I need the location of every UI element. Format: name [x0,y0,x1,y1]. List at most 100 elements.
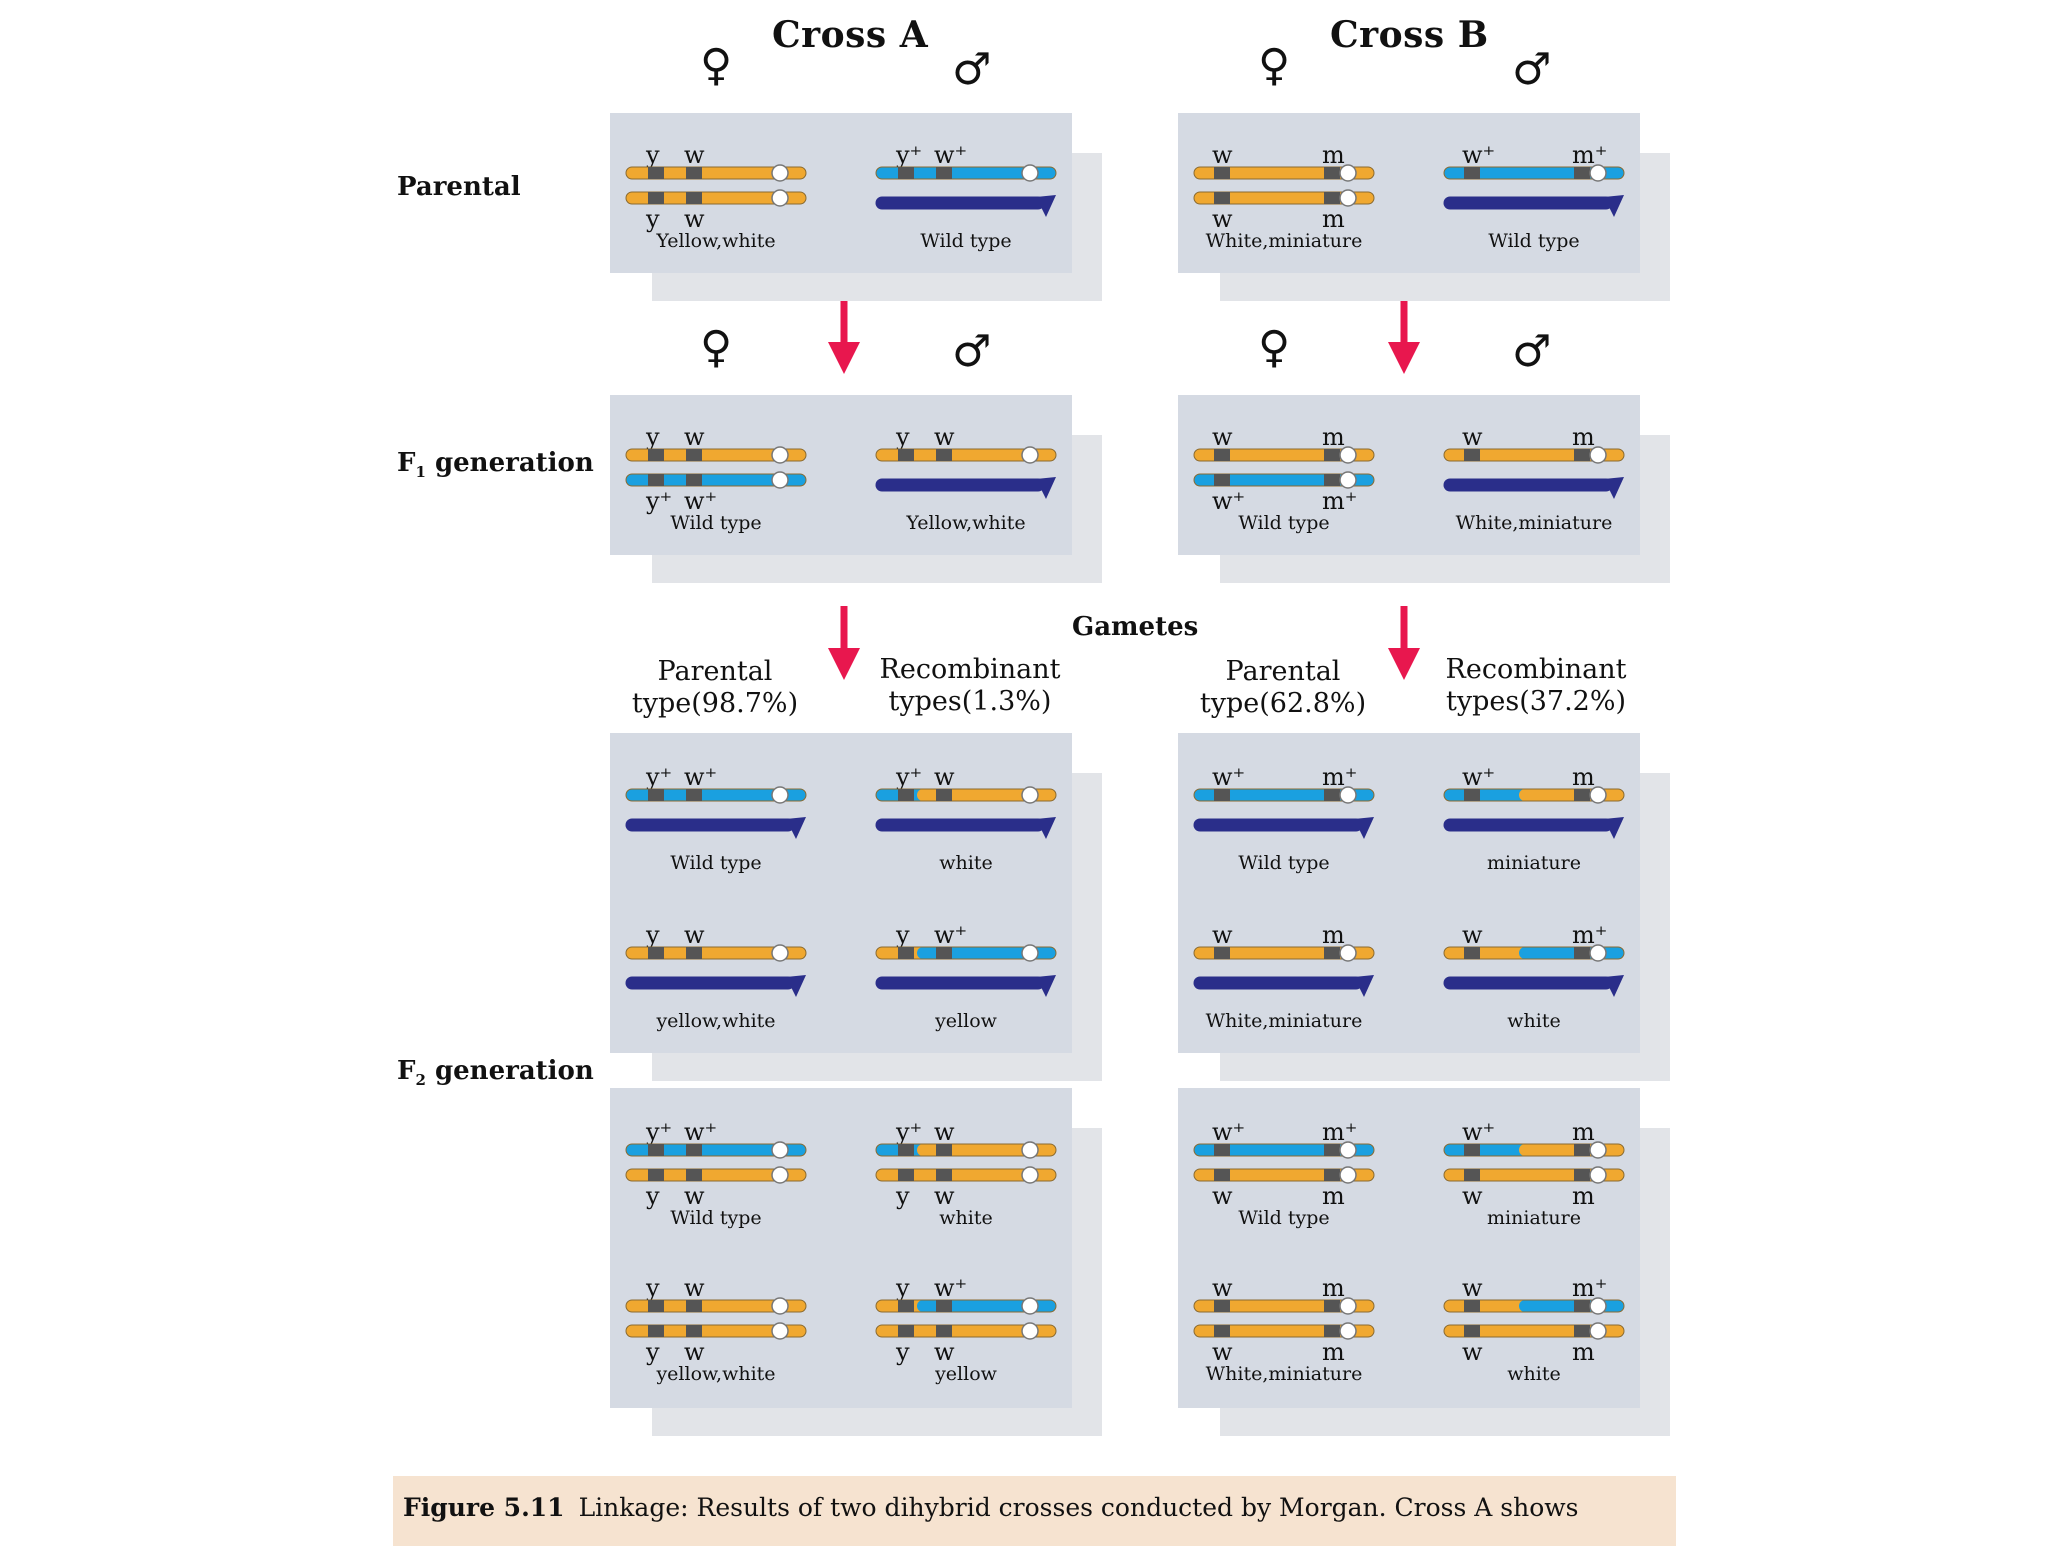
gene-label: y [895,423,910,451]
x-chromosome [625,189,807,207]
gene-label: w⁺ [1462,141,1495,169]
x-chromosome [625,1297,807,1315]
x-chromosome [875,944,1057,962]
centromere [1339,1141,1357,1159]
phenotype-label: white [939,1207,992,1229]
female-symbol-icon: ♀ [1258,322,1291,373]
down-arrow-icon [828,606,860,680]
x-chromosome [875,1322,1057,1340]
gene-label: y [645,1338,660,1366]
female-symbol-icon: ♀ [700,40,733,91]
gene-marker [936,449,952,461]
gene-marker [1574,1325,1590,1337]
gene-label: y [645,921,660,949]
gene-marker [936,167,952,179]
centromere [1339,944,1357,962]
phenotype-label: White,miniature [1206,230,1363,252]
gene-label: m [1322,1338,1345,1366]
gene-label: m [1322,1182,1345,1210]
x-chromosome [1193,944,1375,962]
gene-marker [936,947,952,959]
male-symbol-icon: ♂ [1512,44,1552,95]
x-chromosome [1193,1141,1375,1159]
gene-marker [1324,167,1340,179]
centromere [1589,1141,1607,1159]
centromere [771,1297,789,1315]
gene-marker [648,947,664,959]
gene-marker [1214,1169,1230,1181]
gene-label: m⁺ [1572,921,1607,949]
centromere [1339,1297,1357,1315]
gene-marker [898,1300,914,1312]
y-chromosome [625,975,806,997]
gene-label: m [1322,423,1345,451]
gene-marker [686,167,702,179]
phenotype-label: miniature [1487,852,1581,874]
down-arrow-icon [1388,300,1420,374]
gene-marker [648,192,664,204]
centromere [1021,1166,1039,1184]
centromere [1021,944,1039,962]
x-chromosome [625,786,807,804]
gene-label: w [1212,921,1233,949]
gene-label: y [895,1338,910,1366]
centromere [771,786,789,804]
gene-marker [1324,1169,1340,1181]
gene-label: w [1462,1338,1483,1366]
gene-label: y [895,1182,910,1210]
x-chromosome [1193,1297,1375,1315]
gene-marker [648,1169,664,1181]
gene-label: m [1572,1338,1595,1366]
gene-marker [648,1325,664,1337]
gene-marker [936,1169,952,1181]
gene-marker [898,947,914,959]
gene-label: w [684,141,705,169]
gene-marker [1214,167,1230,179]
gene-marker [1214,192,1230,204]
gene-marker [1214,789,1230,801]
y-chromosome [875,975,1056,997]
phenotype-label: Yellow,white [655,230,775,252]
centromere [1021,1141,1039,1159]
gene-label: w [934,1118,955,1146]
x-chromosome [1443,1141,1625,1159]
gene-marker [686,1325,702,1337]
y-chromosome [875,817,1056,839]
gene-marker [1324,192,1340,204]
gene-label: w [934,423,955,451]
gene-marker [936,1300,952,1312]
centromere [1339,446,1357,464]
gene-marker [1574,167,1590,179]
gene-label: m [1572,1118,1595,1146]
centromere [771,944,789,962]
gene-marker [1324,1325,1340,1337]
gene-label: m [1572,1182,1595,1210]
down-arrow-icon [1388,606,1420,680]
gene-marker [1464,449,1480,461]
gene-marker [1464,1300,1480,1312]
male-symbol-icon: ♂ [952,44,992,95]
gene-marker [1214,474,1230,486]
gene-label: y⁺ [645,763,672,791]
gene-marker [1464,947,1480,959]
phenotype-label: Yellow,white [905,512,1025,534]
gene-marker [1464,1144,1480,1156]
centromere [1589,164,1607,182]
x-chromosome [1193,1322,1375,1340]
gene-marker [1324,1300,1340,1312]
female-symbol-icon: ♀ [1258,40,1291,91]
gene-label: w [684,205,705,233]
gene-label: m⁺ [1572,1274,1607,1302]
phenotype-label: miniature [1487,1207,1581,1229]
gene-label: y⁺ [645,487,672,515]
gene-marker [1464,1169,1480,1181]
